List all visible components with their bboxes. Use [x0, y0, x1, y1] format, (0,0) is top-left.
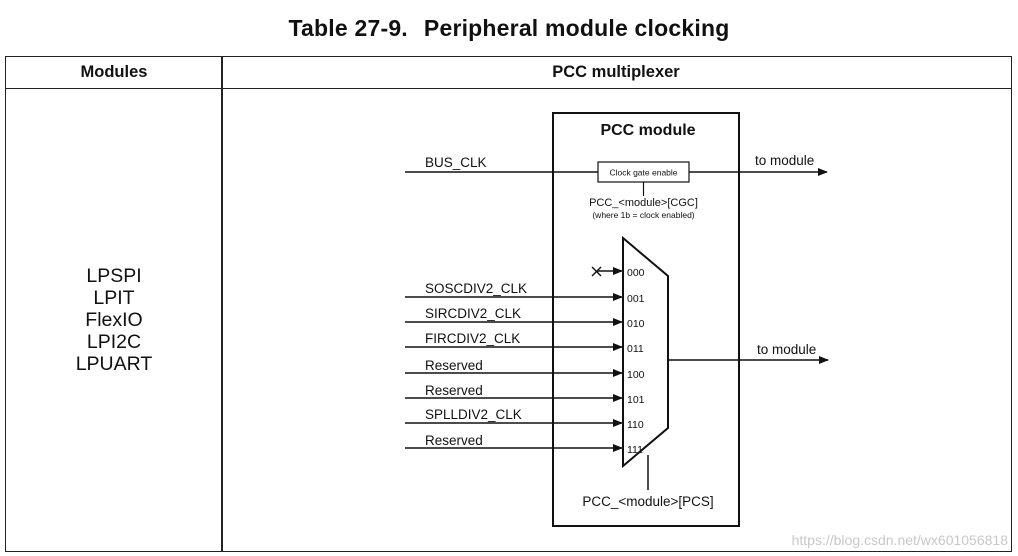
mux-signal-101: Reserved — [425, 383, 483, 398]
watermark: https://blog.csdn.net/wx601056818 — [791, 532, 1008, 548]
modules-list: LPSPI LPIT FlexIO LPI2C LPUART — [6, 265, 222, 375]
module-item: LPUART — [75, 353, 153, 375]
bus-clk-label: BUS_CLK — [425, 155, 487, 170]
pcs-field-label: PCC_<module>[PCS] — [582, 494, 713, 509]
module-item: FlexIO — [85, 309, 143, 331]
mux-signal-001: SOSCDIV2_CLK — [425, 281, 527, 296]
clocking-table: Modules PCC multiplexer LPSPI LPIT FlexI… — [5, 56, 1012, 552]
mux-signal-111: Reserved — [425, 433, 483, 448]
cgc-note-label: (where 1b = clock enabled) — [592, 210, 694, 220]
table-number: Table 27-9. — [288, 15, 408, 41]
table-caption: Peripheral module clocking — [423, 15, 730, 41]
mux-signal-011: FIRCDIV2_CLK — [425, 331, 520, 346]
mux-code-011: 011 — [627, 343, 644, 355]
pcc-module-label: PCC module — [600, 122, 695, 139]
cgc-field-label: PCC_<module>[CGC] — [589, 197, 698, 209]
table-title: Table 27-9. Peripheral module clocking — [0, 15, 1018, 42]
mux-code-111: 111 — [627, 444, 643, 456]
header-pcc-multiplexer: PCC multiplexer — [552, 63, 680, 81]
table-header-row: Modules PCC multiplexer — [6, 57, 1011, 89]
mux-trapezoid — [622, 235, 669, 469]
clock-gate-label: Clock gate enable — [609, 168, 677, 178]
to-module-top-label: to module — [755, 153, 814, 168]
module-item: LPSPI — [86, 265, 142, 287]
mux-code-101: 101 — [627, 394, 645, 406]
mux-code-001: 001 — [627, 293, 645, 305]
pcc-module-box — [552, 112, 740, 527]
column-divider — [221, 57, 223, 551]
mux-signal-100: Reserved — [425, 358, 483, 373]
mux-code-000: 000 — [627, 267, 645, 279]
mux-code-100: 100 — [627, 369, 645, 381]
mux-code-010: 010 — [627, 318, 645, 330]
to-module-mux-label: to module — [757, 342, 816, 357]
header-modules: Modules — [80, 63, 148, 81]
mux-signal-110: SPLLDIV2_CLK — [425, 407, 522, 422]
mux-signal-010: SIRCDIV2_CLK — [425, 306, 521, 321]
module-item: LPIT — [93, 287, 135, 309]
mux-code-110: 110 — [627, 419, 644, 431]
unconnected-x-icon-stroke — [591, 266, 602, 277]
module-item: LPI2C — [86, 331, 142, 353]
